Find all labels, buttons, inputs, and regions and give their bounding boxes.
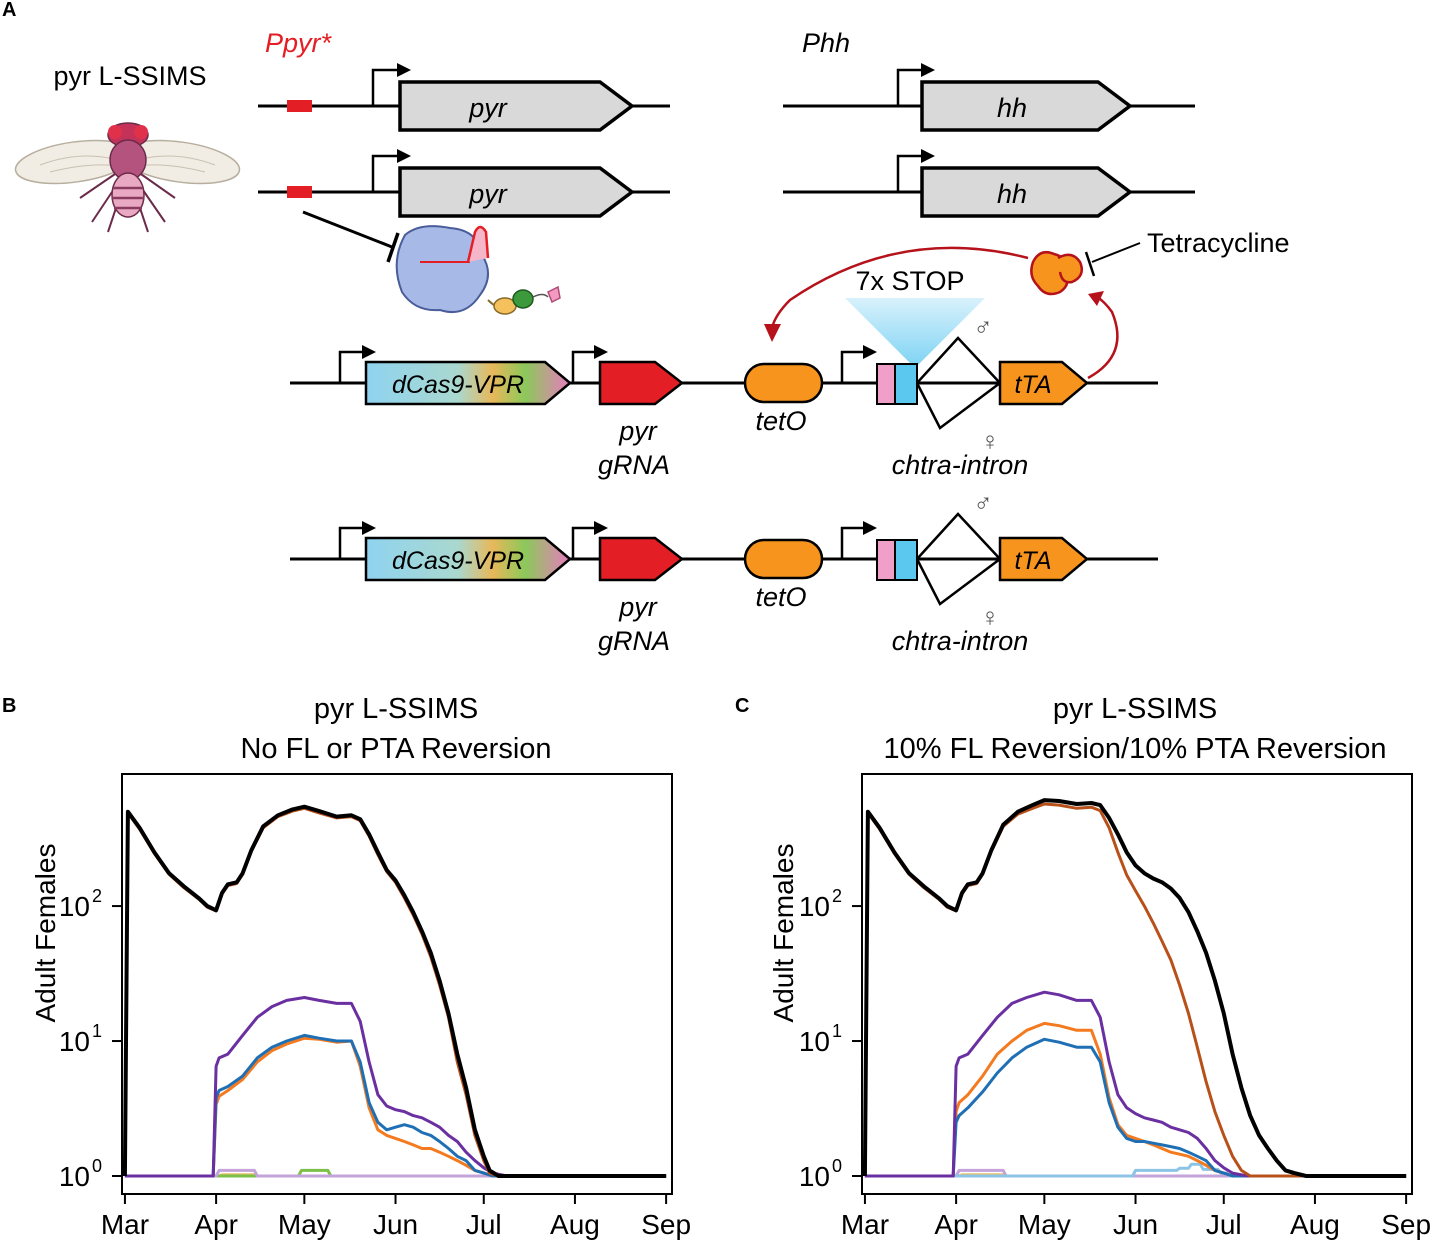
grna-label-2b: gRNA [598,626,670,656]
chart-b-title-line2: No FL or PTA Reversion [240,733,551,765]
teto-label-2: tetO [755,582,806,612]
chart-c-ytick-label: 10 [799,1161,830,1192]
chart-b-title-line1: pyr L-SSIMS [314,693,478,725]
strain-label: pyr L-SSIMS [53,61,206,91]
chart-c-ytick-label: 10 [799,891,830,922]
promoter-pyr-label: Ppyr* [265,28,333,58]
chart-c-series-0 [862,798,1407,1178]
grna-label-2a: pyr [618,592,658,622]
chart-c-xtick-label: May [1018,1209,1071,1240]
chart-c-ytick-exponent: 1 [832,1021,842,1041]
chart-b-series-0 [122,804,667,1178]
repression-bar [386,232,400,263]
chart-c-ytick-exponent: 0 [832,1156,842,1176]
chart-c-xtick-label: Jul [1206,1209,1242,1240]
tta-to-teto-arrow [770,246,1029,329]
chart-c-xtick-label: Aug [1290,1209,1340,1240]
grna-label-1b: gRNA [598,450,670,480]
chart-c-frame [861,773,1413,1195]
gene-hh-label-1: hh [997,93,1027,123]
dcas9-complex-icon [395,225,561,315]
tta-protein-icon [1030,251,1083,296]
female-symbol-1: ♀ [980,426,1000,456]
intron-label-1: chtra-intron [892,450,1029,480]
tta-label-1: tTA [1014,371,1051,399]
chart-c-ytick-label: 10 [799,1026,830,1057]
chart-c-xtick-label: Jun [1113,1209,1158,1240]
tta-to-teto-arrowhead [764,324,781,342]
chart-c-series-1 [863,802,1407,1178]
chart-b-xtick-label: Mar [101,1209,149,1240]
chart-b-ytick-exponent: 1 [92,1021,102,1041]
hh-locus-2: hh [783,149,1195,218]
dcas9-label-1: dCas9-VPR [392,371,524,399]
chart-c-xtick-label: Sep [1381,1209,1431,1240]
stop-cone [845,298,985,368]
fly-illustration [14,122,241,233]
chart-b-xtick-label: Apr [194,1209,238,1240]
chart-c-xtick-label: Apr [934,1209,978,1240]
gene-pyr-label-2: pyr [468,179,508,209]
tta-label-2: tTA [1014,547,1051,575]
repression-line [302,210,393,249]
tetracycline-label: Tetracycline [1147,228,1290,258]
tta-feedback-arrow [1087,294,1119,380]
teto-label-1: tetO [755,406,806,436]
chart-b-ytick-exponent: 0 [92,1156,102,1176]
panel-c: C pyr L-SSIMS 10% FL Reversion/10% PTA R… [735,693,1431,1240]
chart-b-series-2 [124,996,667,1178]
chart-c-ytick-exponent: 2 [832,886,842,906]
panel-b-letter: B [2,695,16,717]
tetracycline-inhibition-line [1091,242,1141,263]
chart-c-ylabel: Adult Females [768,844,799,1023]
panel-c-letter: C [735,695,749,717]
chart-b-series-3 [124,1033,667,1178]
chart-c-series-4 [864,1021,1407,1178]
female-symbol-2: ♀ [980,602,1000,632]
chart-b-ytick-label: 10 [59,891,90,922]
chart-b-ytick-exponent: 2 [92,886,102,906]
chart-c-series-2 [864,990,1407,1178]
chart-b-frame [121,773,673,1195]
chart-c-series-3 [864,1037,1407,1178]
intron-label-2: chtra-intron [892,626,1029,656]
chart-b-xtick-label: Jul [466,1209,502,1240]
tetracycline-inhibition-bar [1084,251,1096,277]
hh-locus-1: hh [783,63,1195,132]
male-symbol-1: ♂ [973,312,993,342]
chart-b-xtick-label: May [278,1209,331,1240]
tta-feedback-arrowhead [1088,291,1104,306]
chart-c-xtick-label: Mar [841,1209,889,1240]
pyr-locus-1: pyr [258,63,670,132]
gene-pyr-label-1: pyr [468,93,508,123]
chart-c-series [862,798,1407,1178]
male-symbol-2: ♂ [973,488,993,518]
panel-b: B pyr L-SSIMS No FL or PTA Reversion Adu… [2,693,691,1240]
construct-1: dCas9-VPR pyr gRNA tetO ♂ ♀ tTA chtra-in… [290,312,1158,480]
chart-b-ylabel: Adult Females [30,844,61,1023]
chart-b-ytick-label: 10 [59,1026,90,1057]
chart-b-xtick-label: Aug [550,1209,600,1240]
panel-a-letter: A [2,0,16,21]
chart-c-title-line1: pyr L-SSIMS [1053,693,1217,725]
construct-2: dCas9-VPR pyr gRNA tetO ♂ ♀ tTA chtra-in… [290,488,1158,656]
dcas9-label-2: dCas9-VPR [392,547,524,575]
chart-b-series-1 [123,806,667,1178]
gene-hh-label-2: hh [997,179,1027,209]
chart-b-series-5 [124,1168,667,1178]
chart-b-xtick-label: Jun [373,1209,418,1240]
chart-b-ytick-label: 10 [59,1161,90,1192]
chart-b-series-4 [124,1036,667,1178]
chart-c-title-line2: 10% FL Reversion/10% PTA Reversion [884,733,1387,765]
stop-label: 7x STOP [855,266,964,296]
chart-b-series [122,804,667,1178]
chart-b-xtick-label: Sep [641,1209,691,1240]
grna-label-1a: pyr [618,416,658,446]
promoter-hh-label: Phh [802,28,850,58]
panel-a: A pyr L-SSIMS Ppyr* pyr [2,0,1290,656]
pyr-locus-2: pyr [258,149,670,218]
